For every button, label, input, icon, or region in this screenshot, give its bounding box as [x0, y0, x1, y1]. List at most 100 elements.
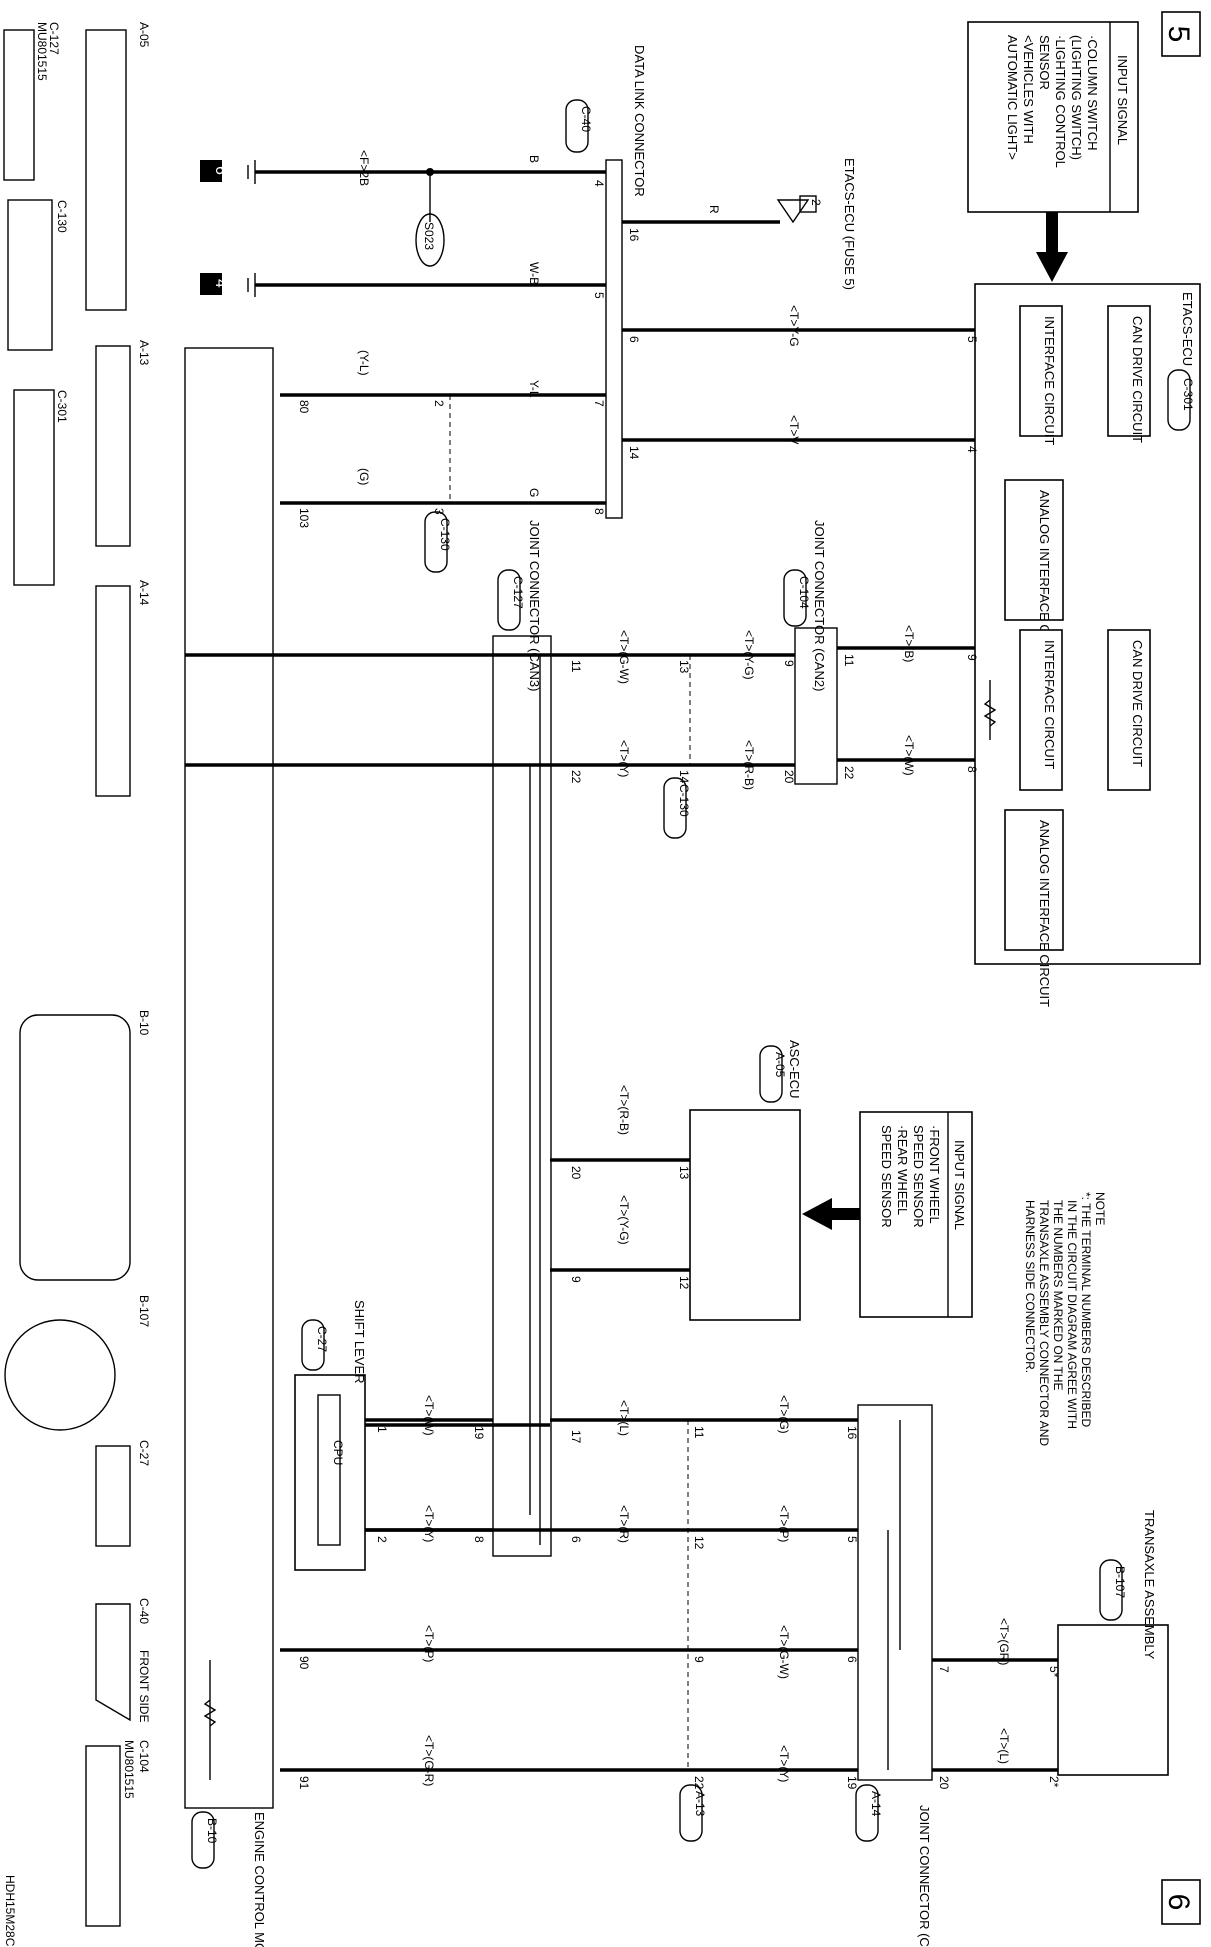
- wire-label-tr: <T>(R): [617, 1505, 631, 1543]
- page-number-start-text: 5: [1162, 26, 1195, 43]
- pin-s1: 1: [375, 1426, 389, 1433]
- etacs-conn-tag: C-301: [1167, 369, 1195, 431]
- transaxle-assembly: TRANSAXLE ASSEMBLY B-107: [1057, 1510, 1169, 1776]
- legend-c40: C-40 FRONT SIDE: [95, 1598, 151, 1722]
- pin-j2-9: 9: [782, 660, 796, 667]
- splice-s023: S023: [422, 222, 436, 250]
- legend-c127-code: MU801515: [35, 22, 49, 81]
- ground-6: 6: [200, 160, 229, 182]
- input-signal-2-line: SPEED SENSOR: [911, 1125, 926, 1228]
- pin-t5: 5*: [1047, 1666, 1061, 1678]
- doc-code: HDH15M28CC: [3, 1875, 17, 1947]
- wire-label-tgr2: <T>(G-R): [422, 1735, 436, 1786]
- pin-t7: 7: [937, 1666, 951, 1673]
- etacs-conn-text: C-301: [1181, 378, 1195, 411]
- can-drive-circuit-2: CAN DRIVE CIRCUIT: [1130, 640, 1145, 767]
- pin-t20: 20: [937, 1776, 951, 1790]
- wire-label-tl: <T>(L): [617, 1400, 631, 1436]
- note-line: HARNESS SIDE CONNECTOR.: [1023, 1200, 1037, 1373]
- note-line: *: THE TERMINAL NUMBERS DESCRIBED: [1079, 1192, 1093, 1427]
- pin-d16: 16: [627, 228, 641, 242]
- legend-b107: B-107: [4, 1295, 151, 1431]
- shift-cpu: CPU: [331, 1440, 345, 1465]
- fuse: ETACS-ECU (FUSE 5) 2: [776, 158, 857, 290]
- wire-label-tp: <T>(P): [777, 1505, 791, 1542]
- wire-label-r: R: [707, 205, 721, 214]
- ecm-conn-tag: B-10: [191, 1811, 219, 1869]
- dlc-conn-tag: C-40: [565, 99, 593, 153]
- legend-c27-text: C-27: [137, 1440, 151, 1466]
- legend-c130: C-130: [7, 199, 69, 351]
- pin-j3-19: 19: [472, 1426, 486, 1440]
- legend-c127-text: C-127: [47, 22, 61, 55]
- input-signal-2-line: SPEED SENSOR: [879, 1125, 894, 1228]
- legend-a05-text: A-05: [137, 22, 151, 48]
- pin-j3-22: 22: [569, 770, 583, 784]
- pin-a9: 9: [569, 1276, 583, 1283]
- asc-name: ASC-ECU: [787, 1040, 802, 1099]
- etacs-ecu: ETACS-ECU C-301 CAN DRIVE CIRCUIT INTERF…: [974, 283, 1201, 1007]
- wire-label-b: B: [527, 155, 541, 163]
- wire-label-trb: <T>(R-B): [742, 740, 756, 790]
- wire-label-tyg2: <T>(Y-G): [742, 630, 756, 680]
- wire-label-tgw: <T>(G-W): [617, 630, 631, 684]
- dlc-name: DATA LINK CONNECTOR: [632, 45, 647, 197]
- pin-d7: 7: [592, 400, 606, 407]
- note-line: THE NUMBERS MARKED ON THE: [1051, 1200, 1065, 1390]
- pin-c14: 14: [677, 770, 691, 784]
- jc3-conn-text: C-127: [511, 576, 525, 609]
- ground-f2b: <F>2B: [357, 150, 371, 186]
- legend-a14-text: A-14: [137, 580, 151, 606]
- jc2-conn-text: C-104: [797, 576, 811, 609]
- fuse-label: ETACS-ECU (FUSE 5): [842, 158, 857, 290]
- c130-ref-tag-1: C-130: [424, 511, 452, 573]
- input-arrow-1: [1036, 212, 1068, 282]
- wire-label-yl: Y-L: [527, 380, 541, 398]
- legend-c127: C-127 MU801515: [3, 22, 61, 181]
- wire-label-ty: <T>(Y): [617, 740, 631, 777]
- pin-e5: 5: [965, 336, 979, 343]
- pin-a13: 13: [677, 1166, 691, 1180]
- legend-b10: B-10: [19, 1010, 151, 1281]
- legend-a14: A-14: [95, 580, 151, 797]
- input-signal-1-title: INPUT SIGNAL: [1115, 55, 1130, 145]
- input-signal-1-line: (LIGHTING SWITCH): [1069, 35, 1084, 160]
- jc4-conn-tag: A-14: [855, 1784, 883, 1842]
- pin-j3-11: 11: [569, 660, 583, 673]
- pin-a12: 12: [677, 1276, 691, 1290]
- page-number-start: 5: [1161, 11, 1201, 57]
- note-title: NOTE: [1093, 1192, 1107, 1225]
- input-signal-1-line: SENSOR: [1037, 35, 1052, 90]
- pin-c103: 103: [297, 508, 311, 528]
- front-side-label: FRONT SIDE: [137, 1650, 151, 1722]
- wire-label-yl-p: (Y-L): [357, 350, 371, 376]
- input-signal-2-line: ·FRONT WHEEL: [927, 1125, 942, 1224]
- input-signal-1-line: ·COLUMN SWITCH: [1085, 35, 1100, 151]
- jc4-conn-text: A-14: [869, 1791, 883, 1817]
- ground-4-text: 4: [212, 279, 229, 288]
- legend-b107-text: B-107: [137, 1295, 151, 1327]
- pin-c13: 13: [677, 660, 691, 674]
- pin-d5: 5: [592, 292, 606, 299]
- a13-ref-text: A-13: [693, 1791, 707, 1817]
- asc-conn-tag: A-05: [759, 1045, 787, 1103]
- pin-j2-20: 20: [782, 770, 796, 784]
- c130-ref-text-1: C-130: [438, 518, 452, 551]
- pin-d4: 4: [592, 180, 606, 187]
- legend-a13-text: A-13: [137, 340, 151, 366]
- legend-c104-text: C-104: [137, 1740, 151, 1773]
- pin-j4-19: 19: [845, 1776, 859, 1790]
- shift-conn-text: C-27: [315, 1326, 329, 1352]
- joint-connector-can2: JOINT CONNECTOR (CAN2) C-104: [783, 520, 838, 785]
- pin-j3-8: 8: [472, 1536, 486, 1543]
- wire-label-tp2: <T>(P): [422, 1625, 436, 1662]
- wire-label-tv: <T>V: [787, 415, 801, 444]
- ground-4: 4: [200, 273, 229, 295]
- jc2-conn-tag: C-104: [783, 569, 811, 627]
- pin-e4: 4: [965, 446, 979, 453]
- interface-circuit-1: INTERFACE CIRCUIT: [1042, 316, 1057, 445]
- legend-c130-text: C-130: [55, 200, 69, 233]
- pin-c2: 2: [432, 400, 446, 407]
- note: NOTE *: THE TERMINAL NUMBERS DESCRIBED I…: [1023, 1192, 1107, 1446]
